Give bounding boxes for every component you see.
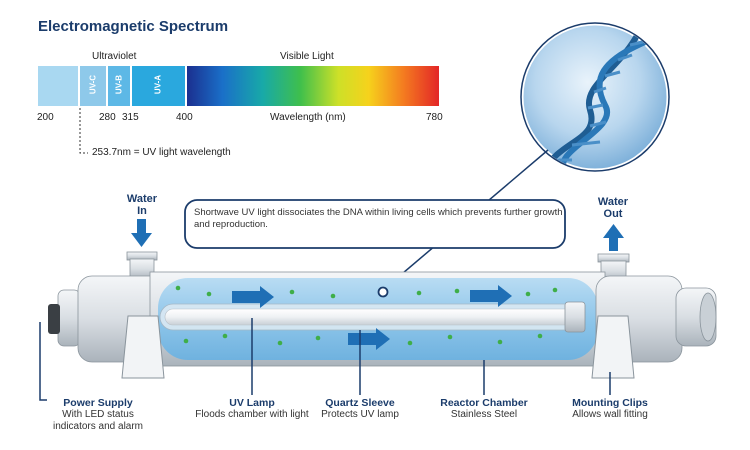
inlet-pipe bbox=[126, 251, 158, 280]
uv-band-pre bbox=[38, 66, 78, 106]
uv-wavelength-annotation: 253.7nm = UV light wavelength bbox=[92, 147, 231, 158]
water-in-arrow bbox=[131, 219, 152, 247]
uv-b-band bbox=[108, 66, 130, 106]
label-reactor-chamber: Reactor Chamber Stainless Steel bbox=[440, 397, 528, 420]
tick-400: 400 bbox=[176, 112, 193, 123]
uv-target-point bbox=[377, 286, 389, 298]
label-quartz-sleeve: Quartz Sleeve Protects UV lamp bbox=[321, 397, 399, 420]
callout-box bbox=[184, 199, 566, 249]
flow-arrows bbox=[232, 285, 512, 350]
leader-lines bbox=[39, 318, 611, 401]
uv-a-label: UV-A bbox=[153, 74, 163, 95]
uv-c-band bbox=[80, 66, 106, 106]
dna-magnifier bbox=[520, 22, 670, 172]
uv-b-label: UV-B bbox=[114, 74, 124, 95]
callout-text: Shortwave UV light dissociates the DNA w… bbox=[194, 207, 563, 230]
label-mounting-clips: Mounting Clips Allows wall fitting bbox=[572, 397, 648, 420]
tick-200: 200 bbox=[37, 112, 54, 123]
wavelength-axis-label: Wavelength (nm) bbox=[270, 112, 346, 123]
annotation-line bbox=[79, 108, 88, 154]
label-uv-lamp: UV Lamp Floods chamber with light bbox=[195, 397, 309, 420]
ultraviolet-label: Ultraviolet bbox=[92, 51, 137, 62]
tick-315: 315 bbox=[122, 112, 139, 123]
uv-c-label: UV-C bbox=[88, 74, 98, 95]
tick-780: 780 bbox=[426, 112, 443, 123]
tick-280: 280 bbox=[99, 112, 116, 123]
water-out-arrow bbox=[603, 224, 624, 251]
visible-band bbox=[187, 66, 439, 106]
reactor-chamber bbox=[149, 271, 606, 367]
spectrum-bar bbox=[38, 66, 439, 106]
spectrum-title: Electromagnetic Spectrum bbox=[38, 18, 229, 35]
visible-light-label: Visible Light bbox=[280, 51, 334, 62]
particles bbox=[175, 285, 558, 346]
uv-a-band bbox=[132, 66, 185, 106]
mounting-clips bbox=[121, 315, 635, 379]
